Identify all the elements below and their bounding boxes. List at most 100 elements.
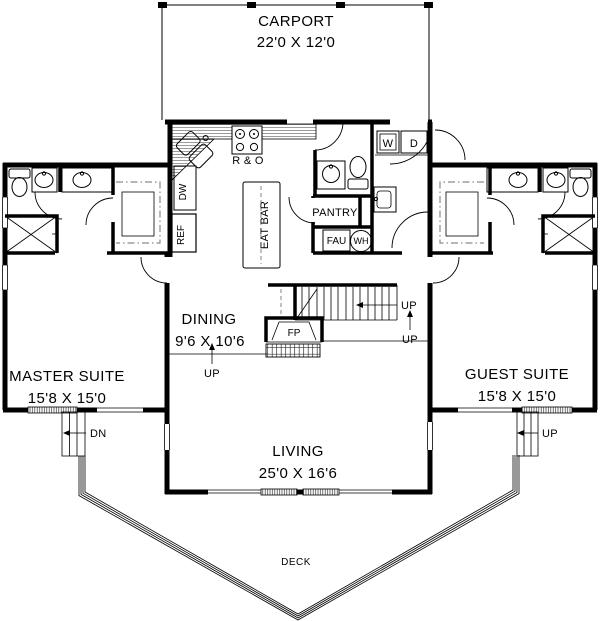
exterior-walls <box>2 119 598 495</box>
carport-post <box>336 2 345 8</box>
sliding-door <box>97 407 143 413</box>
guest-bath <box>439 167 596 254</box>
furnace-label: FAU <box>327 236 346 247</box>
deck-label: DECK <box>281 557 311 568</box>
water-heater-icon <box>350 230 372 252</box>
utility: FAU WH <box>322 229 372 252</box>
range-oven-label: R & O <box>232 155 264 167</box>
fireplace: FP <box>264 316 324 358</box>
carport: CARPORT 22'0 X 12'0 <box>158 2 433 120</box>
sink-icon <box>546 171 566 188</box>
sink-icon <box>34 171 54 188</box>
sink-icon <box>322 164 340 183</box>
window <box>260 488 298 496</box>
window <box>2 196 8 229</box>
carport-post <box>247 2 256 8</box>
stairs: UP UP <box>167 285 430 355</box>
washer-icon <box>379 133 397 151</box>
kitchen-sink-icon <box>175 130 214 169</box>
window <box>427 422 433 450</box>
arrow-icon <box>407 310 413 317</box>
interior-walls <box>5 122 595 320</box>
deck-railing <box>82 455 516 617</box>
fireplace-label: FP <box>288 328 301 339</box>
shower-icon <box>4 215 58 254</box>
window <box>302 488 340 496</box>
toilet-icon <box>8 168 31 197</box>
door-arc <box>486 197 515 226</box>
dining-label: DINING <box>182 311 237 328</box>
guest-suite-dims: 15'8 X 15'0 <box>478 388 557 405</box>
laundry: W D <box>373 130 429 249</box>
up-label: UP <box>542 428 558 440</box>
walk-in-closet <box>116 181 161 244</box>
door-arc <box>288 196 316 224</box>
doors <box>140 121 466 284</box>
refrigerator-icon <box>171 213 197 253</box>
sink-icon <box>508 171 528 188</box>
walk-in-closet <box>439 181 484 244</box>
vanity <box>486 167 539 193</box>
vanity <box>31 167 58 193</box>
window <box>592 196 598 229</box>
dishwasher-label: DW <box>178 183 189 200</box>
pantry: PANTRY <box>288 196 358 224</box>
door-arc <box>140 256 168 284</box>
window <box>164 424 170 450</box>
door-arc <box>391 211 429 249</box>
dryer-label: D <box>410 138 418 150</box>
room-labels: DINING 9'6 X 10'6 UP MASTER SUITE 15'8 X… <box>9 311 569 482</box>
door-arc <box>314 121 344 151</box>
window <box>27 406 78 414</box>
window <box>2 264 8 291</box>
sliding-door <box>208 489 392 494</box>
hearth <box>265 343 321 358</box>
door-arc <box>432 256 460 284</box>
counter <box>171 138 215 181</box>
master-bath <box>4 167 161 254</box>
deck-steps-right: UP <box>516 411 558 457</box>
toilet-icon <box>347 156 369 190</box>
arrow-icon <box>209 343 215 350</box>
step-up-label: UP <box>402 334 418 346</box>
refrigerator-label: REF <box>176 225 187 245</box>
arrow-icon <box>63 430 70 436</box>
deck-steps-left: DN <box>61 411 107 457</box>
washer-icon <box>376 130 400 154</box>
deck-railing <box>80 455 518 619</box>
shower-icon <box>542 215 596 254</box>
eat-bar-island: EAT BAR <box>242 181 281 269</box>
water-heater-label: WH <box>354 236 369 246</box>
washer-label: W <box>383 138 394 150</box>
master-suite-dims: 15'8 X 15'0 <box>28 390 107 407</box>
vanity <box>542 167 569 193</box>
pantry-label: PANTRY <box>312 207 358 219</box>
carport-post <box>158 2 167 8</box>
door-arc <box>537 191 566 220</box>
deck: DECK <box>78 455 520 621</box>
dishwasher-icon <box>173 165 197 211</box>
sliding-door <box>458 407 512 413</box>
window <box>592 264 598 291</box>
vanity <box>61 167 114 193</box>
door-arc <box>434 129 466 161</box>
stairs-up-label: UP <box>401 300 417 312</box>
toilet-icon <box>569 168 592 197</box>
laundry-sink-icon <box>373 186 397 213</box>
door-arc <box>34 191 63 220</box>
vanity <box>316 160 346 190</box>
door-arc <box>85 197 114 226</box>
arrow-icon <box>356 302 363 308</box>
door-arc <box>389 121 433 165</box>
carport-post <box>424 2 433 8</box>
kitchen: R & O DW REF EAT BAR <box>171 123 317 269</box>
living-label: LIVING <box>272 443 324 460</box>
furnace-icon <box>322 229 351 252</box>
down-label: DN <box>90 428 107 440</box>
arrow-icon <box>517 430 524 436</box>
sink-icon <box>72 171 92 188</box>
living-dims: 25'0 X 16'6 <box>259 465 338 482</box>
hall-bath <box>316 156 369 190</box>
